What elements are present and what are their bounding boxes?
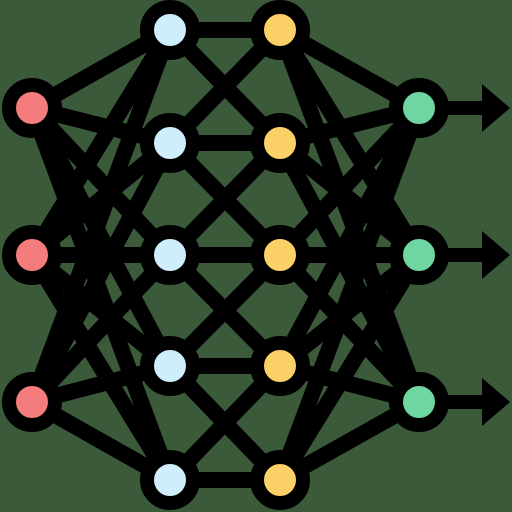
- hidden1-node: [140, 113, 200, 173]
- hidden2-node: [250, 450, 310, 510]
- output-arrow-head: [482, 378, 510, 426]
- connection-line: [272, 100, 427, 488]
- connection-line: [24, 247, 178, 488]
- input-node: [2, 78, 62, 138]
- connection-line: [24, 22, 178, 263]
- output-arrow-head: [482, 84, 510, 132]
- input-node: [2, 225, 62, 285]
- output-arrow-head: [482, 231, 510, 279]
- output-node: [389, 372, 449, 432]
- hidden1-node: [140, 450, 200, 510]
- connection-line: [24, 22, 178, 410]
- connection-line: [272, 100, 427, 263]
- hidden1-node: [140, 0, 200, 60]
- nodes: [2, 0, 449, 510]
- output-node: [389, 225, 449, 285]
- connection-line: [24, 100, 178, 263]
- connection-line: [272, 22, 427, 410]
- connection-line: [24, 247, 178, 410]
- connection-line: [272, 247, 427, 410]
- hidden1-node: [140, 336, 200, 396]
- connection-line: [24, 100, 178, 488]
- hidden2-node: [250, 0, 310, 60]
- hidden2-node: [250, 225, 310, 285]
- output-node: [389, 78, 449, 138]
- hidden1-node: [140, 225, 200, 285]
- connection-line: [272, 247, 427, 488]
- connection-line: [272, 22, 427, 263]
- input-node: [2, 372, 62, 432]
- hidden2-node: [250, 113, 310, 173]
- hidden2-node: [250, 336, 310, 396]
- connection-line: [24, 135, 178, 410]
